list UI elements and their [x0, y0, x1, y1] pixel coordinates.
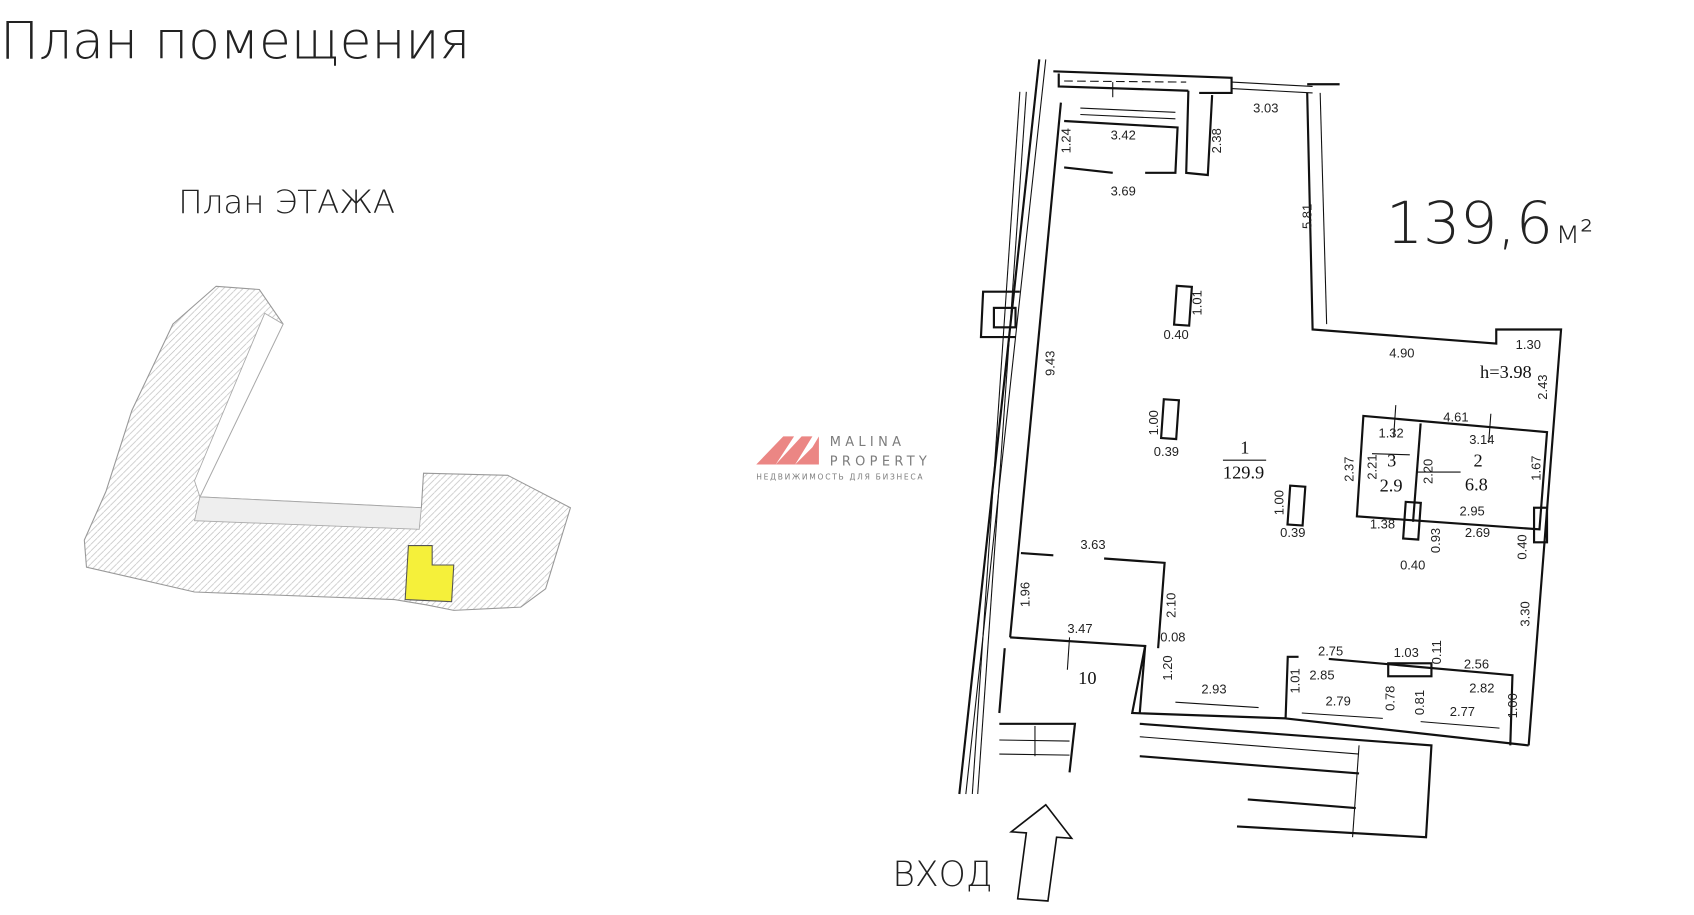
- svg-text:0.40: 0.40: [1514, 534, 1529, 559]
- svg-text:1.00: 1.00: [1505, 693, 1520, 718]
- svg-text:2.9: 2.9: [1380, 476, 1403, 496]
- total-area-value: 139,6: [1386, 189, 1553, 257]
- svg-text:3.14: 3.14: [1469, 432, 1494, 447]
- svg-text:2.95: 2.95: [1460, 503, 1485, 518]
- svg-text:3.69: 3.69: [1111, 184, 1136, 199]
- svg-text:0.39: 0.39: [1154, 444, 1179, 459]
- unit-floor-plan: [958, 59, 1563, 839]
- svg-text:5.81: 5.81: [1300, 204, 1315, 229]
- svg-text:3: 3: [1387, 451, 1396, 471]
- svg-text:2: 2: [1474, 451, 1483, 471]
- svg-text:1.67: 1.67: [1529, 456, 1544, 481]
- svg-text:2.85: 2.85: [1309, 667, 1334, 682]
- svg-text:1: 1: [1240, 438, 1249, 458]
- svg-text:1.38: 1.38: [1370, 516, 1395, 531]
- entrance-arrow-icon: [1009, 803, 1074, 902]
- entrance-label: ВХОД: [892, 855, 992, 895]
- svg-text:2.20: 2.20: [1421, 459, 1436, 484]
- svg-text:1.32: 1.32: [1378, 426, 1403, 441]
- svg-text:9.43: 9.43: [1042, 351, 1057, 376]
- svg-text:1.03: 1.03: [1394, 645, 1419, 660]
- room-labels: 1 129.9 2 6.8 3 2.9 10: [1078, 438, 1488, 688]
- svg-text:6.8: 6.8: [1465, 474, 1488, 494]
- svg-text:3.30: 3.30: [1518, 601, 1533, 626]
- svg-text:3.03: 3.03: [1253, 100, 1278, 115]
- svg-text:2.93: 2.93: [1201, 682, 1226, 697]
- svg-text:2.75: 2.75: [1318, 644, 1343, 659]
- total-area-unit: м²: [1556, 213, 1593, 251]
- floor-plan-title: План ЭТАЖА: [178, 183, 395, 221]
- ceiling-height: h=3.98: [1480, 362, 1532, 382]
- svg-text:2.82: 2.82: [1469, 680, 1494, 695]
- svg-text:2.56: 2.56: [1464, 657, 1489, 672]
- svg-text:129.9: 129.9: [1223, 463, 1264, 483]
- svg-text:2.21: 2.21: [1364, 454, 1379, 479]
- svg-text:0.78: 0.78: [1383, 686, 1398, 711]
- svg-text:1.00: 1.00: [1271, 490, 1286, 515]
- malina-property-logo: MALINA PROPERTY НЕДВИЖИМОСТЬ ДЛЯ БИЗНЕСА: [756, 435, 931, 482]
- dimension-labels: 3.03 3.42 1.24 2.38 3.69 5.81 1.01 0.40 …: [1018, 100, 1550, 719]
- svg-text:3.47: 3.47: [1067, 621, 1092, 636]
- svg-text:1.01: 1.01: [1189, 290, 1204, 315]
- svg-text:1.24: 1.24: [1059, 128, 1074, 153]
- svg-text:10: 10: [1078, 668, 1096, 688]
- svg-text:3.63: 3.63: [1080, 537, 1105, 552]
- svg-text:2.10: 2.10: [1163, 593, 1178, 618]
- page-title: План помещения: [0, 11, 470, 71]
- svg-text:2.38: 2.38: [1209, 128, 1224, 153]
- svg-text:1.30: 1.30: [1516, 337, 1541, 352]
- svg-text:0.81: 0.81: [1412, 690, 1427, 715]
- svg-text:4.61: 4.61: [1443, 409, 1468, 424]
- svg-text:1.01: 1.01: [1288, 668, 1303, 693]
- svg-text:3.42: 3.42: [1111, 127, 1136, 142]
- svg-text:2.69: 2.69: [1465, 525, 1490, 540]
- svg-text:0.40: 0.40: [1400, 557, 1425, 572]
- highlighted-unit: [404, 545, 455, 603]
- building-floor-overview: [83, 285, 572, 611]
- svg-text:1.96: 1.96: [1018, 582, 1033, 607]
- svg-text:0.39: 0.39: [1280, 525, 1305, 540]
- svg-text:2.77: 2.77: [1450, 704, 1475, 719]
- svg-text:НЕДВИЖИМОСТЬ ДЛЯ БИЗНЕСА: НЕДВИЖИМОСТЬ ДЛЯ БИЗНЕСА: [756, 473, 924, 482]
- svg-text:0.11: 0.11: [1429, 640, 1444, 664]
- svg-text:1.00: 1.00: [1146, 410, 1161, 435]
- svg-text:PROPERTY: PROPERTY: [830, 455, 931, 470]
- svg-text:0.93: 0.93: [1428, 528, 1443, 553]
- svg-text:MALINA: MALINA: [830, 435, 906, 450]
- svg-text:2.43: 2.43: [1535, 374, 1550, 399]
- svg-text:4.90: 4.90: [1389, 346, 1414, 361]
- svg-text:1.20: 1.20: [1160, 655, 1175, 680]
- svg-text:2.79: 2.79: [1326, 693, 1351, 708]
- svg-text:0.08: 0.08: [1160, 630, 1185, 645]
- svg-text:0.40: 0.40: [1164, 327, 1189, 342]
- svg-text:2.37: 2.37: [1342, 457, 1357, 482]
